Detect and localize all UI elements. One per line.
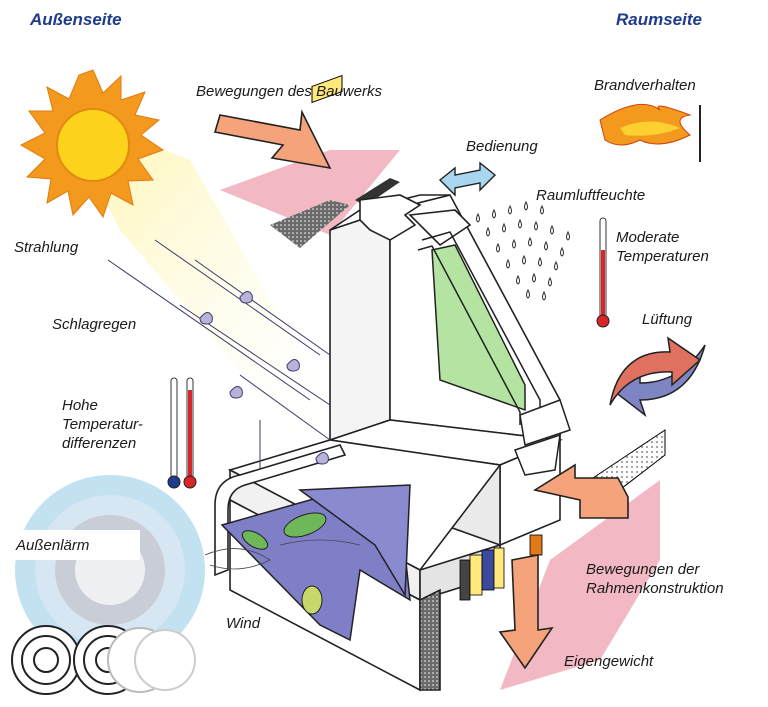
fire-icon xyxy=(599,103,701,162)
label-hohe-1: Hohe xyxy=(62,397,98,414)
label-eigengewicht: Eigengewicht xyxy=(564,653,654,670)
header-room: Raumseite xyxy=(616,10,702,29)
label-raumluft: Raumluftfeuchte xyxy=(536,187,646,204)
label-moderate-1: Moderate xyxy=(616,229,680,246)
header-outside: Außenseite xyxy=(30,10,122,29)
label-hohe-2: Temperatur- xyxy=(62,416,143,433)
arrow-bedienung xyxy=(438,161,497,197)
rain-lines xyxy=(107,239,331,470)
label-bauwerk: Bewegungen des Bauwerks xyxy=(196,83,382,100)
thermometer-icon xyxy=(596,217,610,328)
wall-top-dotted xyxy=(270,200,350,248)
label-schlagregen: Schlagregen xyxy=(52,316,137,333)
sun-icon xyxy=(19,69,165,219)
ventilation-icon xyxy=(609,336,706,418)
label-brand: Brandverhalten xyxy=(594,77,696,94)
wall-top-pink xyxy=(220,150,400,235)
wind-arrow xyxy=(204,484,411,642)
arrow-rahmen xyxy=(532,463,629,519)
thermometer-icon xyxy=(167,377,197,489)
label-rahmen-1: Bewegungen der xyxy=(586,561,700,578)
glass-pane xyxy=(431,244,526,412)
color-strip xyxy=(459,534,543,601)
label-hohe: Hohe Temperatur- differenzen xyxy=(62,396,143,453)
sun-beam xyxy=(60,110,345,430)
label-lueftung: Lüftung xyxy=(642,311,693,328)
label-aussenlaerm: Außenlärm xyxy=(16,537,90,554)
label-rahmen: Bewegungen der Rahmenkonstruktion xyxy=(586,560,724,598)
label-bedienung: Bedienung xyxy=(466,138,538,155)
humidity-icon xyxy=(476,200,570,301)
rain-drops xyxy=(199,291,329,465)
noise-icon xyxy=(10,475,205,665)
label-rahmen-2: Rahmenkonstruktion xyxy=(586,580,724,597)
label-wind: Wind xyxy=(226,615,261,632)
label-hohe-3: differenzen xyxy=(62,435,137,452)
arrow-bauwerk xyxy=(213,109,332,170)
wheel-icon xyxy=(11,625,196,695)
label-moderate: Moderate Temperaturen xyxy=(616,228,709,266)
arrow-eigengewicht xyxy=(498,554,554,670)
label-strahlung: Strahlung xyxy=(14,239,79,256)
label-moderate-2: Temperaturen xyxy=(616,248,709,265)
